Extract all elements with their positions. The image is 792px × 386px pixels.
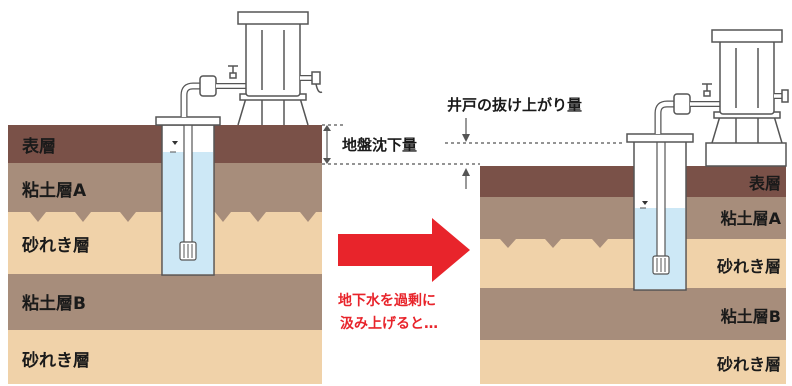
before-layer-label-3: 砂れき層 — [22, 235, 90, 256]
before-layer-label-5: 砂れき層 — [22, 350, 90, 371]
before-gravel-bottom-layer — [8, 330, 322, 384]
after-layer-label-3: 砂れき層 — [717, 257, 781, 276]
after-layer-label-5: 砂れき層 — [717, 355, 781, 374]
well-rise-dimension — [445, 118, 625, 189]
after-clay-b-layer — [480, 288, 786, 340]
before-boundary-zigzag-1 — [8, 212, 322, 222]
after-boundary-zigzag-1 — [480, 239, 632, 248]
well-rise-label: 井戸の抜け上がり量 — [447, 96, 582, 114]
after-boundary-zigzag-2 — [480, 279, 632, 288]
after-clay-a-layer — [480, 197, 786, 239]
arrow-caption-line-1: 地下水を過剰に — [338, 292, 436, 309]
before-panel: 表層 粘土層A 砂れき層 粘土層B 砂れき層 — [8, 11, 480, 384]
after-pump-tank — [654, 29, 789, 167]
after-layer-label-4: 粘土層B — [721, 307, 781, 326]
subsidence-label: 地盤沈下量 — [342, 136, 417, 154]
before-well — [155, 116, 221, 276]
after-gravel-bottom-layer — [480, 340, 786, 384]
after-layer-label-2: 粘土層A — [721, 209, 782, 228]
before-boundary-zigzag-2 — [8, 264, 322, 274]
after-panel: 井戸の抜け上がり量 表層 粘土層A 砂れき層 粘土層B 砂れき層 — [445, 29, 789, 384]
before-pump-tank — [180, 11, 323, 126]
before-layer-label-1: 表層 — [22, 136, 56, 157]
subsidence-dimension — [322, 124, 480, 165]
after-layer-label-1: 表層 — [748, 174, 781, 193]
transition-arrow — [338, 218, 470, 282]
before-clay-b-layer — [8, 274, 322, 330]
after-well — [626, 133, 694, 291]
after-surface-layer — [480, 166, 786, 197]
arrow-caption-line-2: 汲み上げると… — [340, 315, 438, 332]
before-layer-label-2: 粘土層A — [22, 180, 87, 201]
before-layer-label-4: 粘土層B — [22, 293, 86, 314]
after-gravel-layer — [480, 239, 786, 288]
